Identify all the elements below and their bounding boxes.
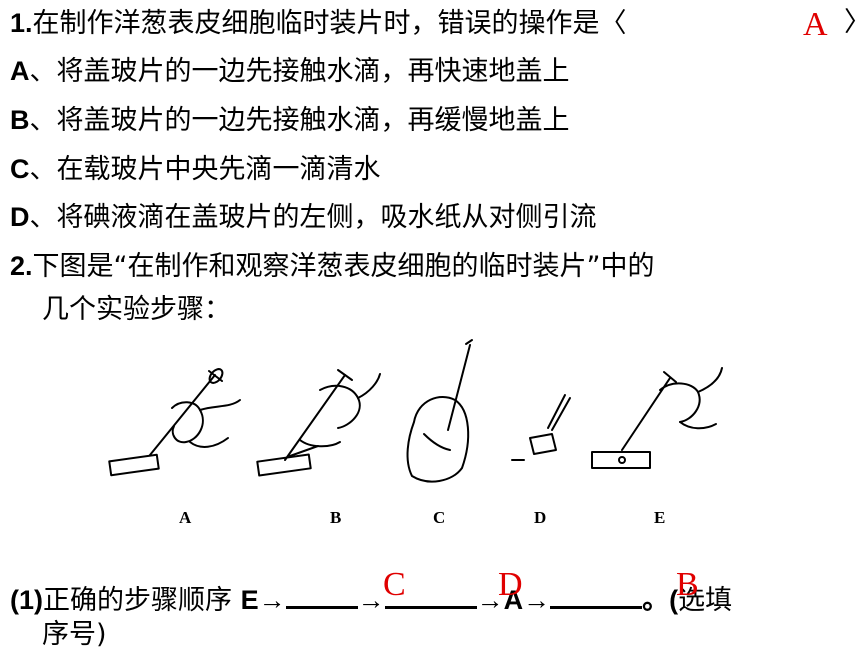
sub1-answer-2: D: [498, 566, 523, 603]
answer-blank-3: [550, 580, 643, 609]
sub1-note-text: 序号): [42, 619, 107, 650]
step-a-illustration: [108, 368, 241, 477]
figure-label-a: A: [179, 508, 192, 527]
figure-label-b: B: [330, 508, 342, 527]
sub1-note-tail: 选填: [678, 585, 733, 616]
option-key: C: [10, 154, 30, 184]
sub1-note-line2: 序号): [42, 618, 107, 652]
sub1-suffix: 。(: [642, 585, 679, 615]
sub1-number: (1): [10, 585, 43, 615]
sub1-prefix: 正确的步骤顺序: [43, 585, 232, 616]
option-key: D: [10, 202, 30, 232]
option-text: 、将碘液滴在盖玻片的左侧，吸水纸从对侧引流: [29, 202, 597, 233]
q1-bracket-open: 〈: [599, 8, 627, 39]
q2-stem-line2: 几个实验步骤：: [42, 294, 231, 325]
answer-blank-1: [285, 580, 358, 609]
step-b-illustration: [256, 369, 381, 477]
q2-stem-line1: 2.下图是“在制作和观察洋葱表皮细胞的临时装片”中的: [10, 249, 655, 284]
sub1-answer-1: C: [383, 566, 406, 603]
q1-bracket-close: 〉: [844, 6, 860, 40]
q2-stem-1: 下图是“在制作和观察洋葱表皮细胞的临时装片”中的: [32, 251, 655, 282]
q1-stem-line: 1.在制作洋葱表皮细胞临时装片时，错误的操作是〈: [10, 6, 627, 41]
step-c-illustration: [406, 339, 473, 483]
q1-option-a: A、将盖玻片的一边先接触水滴，再快速地盖上: [10, 54, 570, 89]
q1-answer: A: [803, 6, 828, 43]
q2-sub1-line: (1)正确的步骤顺序 E→ → →A→ 。(选填: [10, 580, 732, 618]
step-d-illustration: [511, 394, 571, 461]
option-key: A: [10, 56, 30, 86]
option-text: 、将盖玻片的一边先接触水滴，再缓慢地盖上: [29, 105, 570, 136]
sub1-arrow-a: →A→: [476, 585, 551, 615]
figure-label-d: D: [534, 508, 547, 527]
q1-option-c: C、在载玻片中央先滴一滴清水: [10, 152, 381, 187]
q1-option-d: D、将碘液滴在盖玻片的左侧，吸水纸从对侧引流: [10, 200, 597, 235]
q2-number: 2.: [10, 251, 33, 281]
option-text: 、在载玻片中央先滴一滴清水: [29, 154, 381, 185]
option-text: 、将盖玻片的一边先接触水滴，再快速地盖上: [29, 56, 570, 87]
option-key: B: [10, 105, 30, 135]
q1-stem: 在制作洋葱表皮细胞临时装片时，错误的操作是: [32, 8, 600, 39]
figure-label-e: E: [654, 508, 666, 527]
sub1-arrow: →: [357, 585, 385, 615]
sub1-start: E→: [240, 585, 286, 615]
q1-number: 1.: [10, 8, 33, 38]
figure-label-c: C: [433, 508, 446, 527]
step-e-illustration: [591, 367, 723, 469]
sub1-answer-3: B: [676, 566, 699, 603]
answer-blank-2: [384, 580, 477, 609]
experiment-steps-figure: [108, 339, 723, 483]
q1-option-b: B、将盖玻片的一边先接触水滴，再缓慢地盖上: [10, 103, 570, 138]
